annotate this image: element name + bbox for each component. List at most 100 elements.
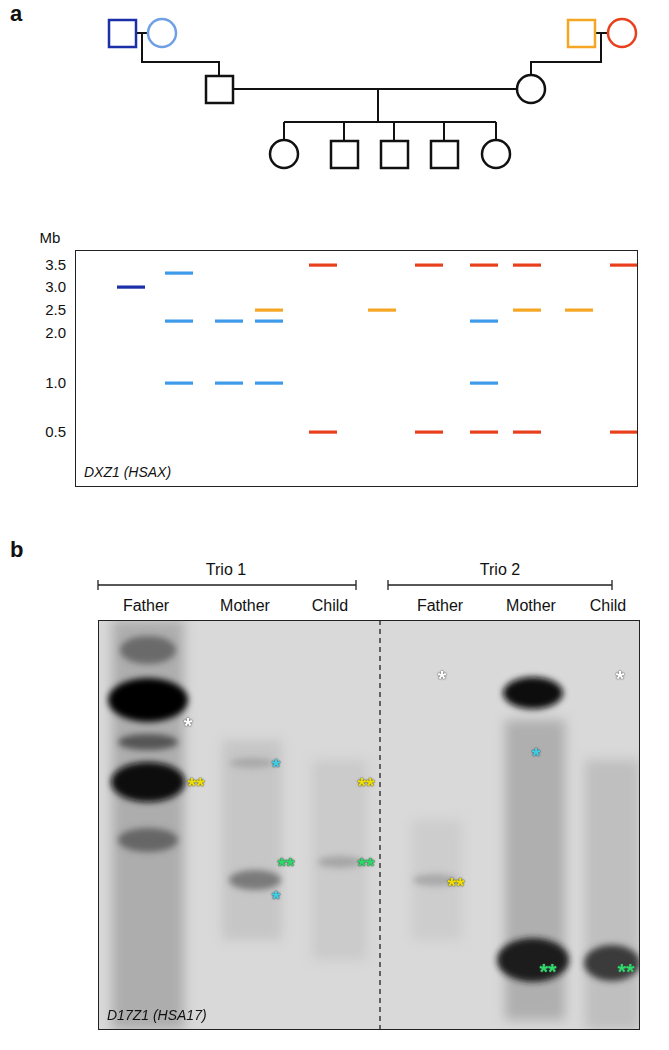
band bbox=[255, 382, 283, 385]
axis-tick: 2.0 bbox=[45, 325, 66, 342]
allele-mark: * bbox=[272, 887, 281, 911]
band bbox=[215, 320, 243, 323]
band bbox=[610, 264, 638, 267]
allele-mark: * bbox=[438, 667, 447, 691]
gel-band bbox=[497, 938, 569, 982]
gel-band bbox=[118, 828, 178, 852]
axis-tick: 1.0 bbox=[45, 375, 66, 392]
allele-mark: ** bbox=[357, 774, 374, 798]
gel-band bbox=[118, 734, 178, 750]
descent-line bbox=[443, 122, 445, 140]
bracket bbox=[388, 580, 612, 590]
lane-label: Mother bbox=[506, 597, 556, 615]
gel-band bbox=[503, 677, 563, 709]
band bbox=[610, 431, 638, 434]
female-symbol bbox=[482, 140, 510, 168]
female-symbol bbox=[608, 19, 636, 47]
band bbox=[165, 272, 193, 275]
allele-mark: ** bbox=[617, 960, 634, 984]
allele-mark: * bbox=[532, 744, 541, 768]
lane-label: Father bbox=[123, 597, 169, 615]
lane-label: Child bbox=[590, 597, 626, 615]
band-lanes bbox=[117, 264, 638, 434]
gel-band bbox=[120, 636, 176, 664]
band bbox=[368, 309, 396, 312]
gel-ground bbox=[98, 620, 640, 1030]
pedigree-symbols bbox=[109, 19, 636, 168]
band bbox=[309, 264, 337, 267]
allele-mark: ** bbox=[187, 774, 204, 798]
trio-brackets bbox=[98, 580, 612, 590]
axis-tick: 3.0 bbox=[45, 279, 66, 296]
lane-label: Mother bbox=[220, 597, 270, 615]
lane-label: Child bbox=[312, 597, 348, 615]
band bbox=[255, 320, 283, 323]
gel-band bbox=[108, 678, 188, 722]
allele-mark: ** bbox=[447, 874, 464, 898]
male-symbol bbox=[568, 20, 595, 47]
allele-mark: * bbox=[272, 755, 281, 779]
female-symbol bbox=[517, 75, 545, 103]
descent-line bbox=[283, 122, 285, 140]
band bbox=[309, 431, 337, 434]
female-symbol bbox=[270, 140, 298, 168]
male-symbol bbox=[431, 141, 458, 168]
band bbox=[470, 382, 498, 385]
male-symbol bbox=[109, 20, 136, 47]
band bbox=[415, 264, 443, 267]
trio-divider bbox=[379, 620, 380, 1030]
band bbox=[470, 264, 498, 267]
panel-letter: a bbox=[10, 2, 22, 26]
allele-mark: * bbox=[616, 667, 625, 691]
band bbox=[415, 431, 443, 434]
band-chart-panel: DXZ1 (HSAX) bbox=[75, 250, 638, 487]
male-symbol bbox=[331, 141, 358, 168]
female-symbol bbox=[148, 19, 176, 47]
descent-line bbox=[393, 122, 395, 140]
band bbox=[565, 309, 593, 312]
gel-band bbox=[318, 856, 362, 868]
axis-unit: Mb bbox=[40, 230, 61, 247]
gel-smears bbox=[112, 620, 640, 1030]
gel-band bbox=[230, 758, 274, 768]
axis-tick: 0.5 bbox=[45, 424, 66, 441]
descent-line bbox=[495, 122, 497, 140]
band bbox=[117, 286, 145, 289]
axis-tick: 2.5 bbox=[45, 302, 66, 319]
axis-tick: 3.5 bbox=[45, 257, 66, 274]
male-symbol bbox=[206, 76, 233, 103]
marriage-line bbox=[233, 88, 517, 90]
gel-band bbox=[111, 762, 185, 802]
band bbox=[165, 382, 193, 385]
lane-label: Father bbox=[417, 597, 463, 615]
pedigree-lines bbox=[136, 33, 608, 140]
band bbox=[470, 431, 498, 434]
sibship-line bbox=[284, 121, 496, 123]
gel-image bbox=[98, 620, 640, 1030]
probe-label: D17Z1 (HSA17) bbox=[107, 1007, 207, 1023]
bracket bbox=[98, 580, 356, 590]
band bbox=[215, 382, 243, 385]
allele-mark: ** bbox=[539, 960, 556, 984]
descent-line bbox=[343, 122, 345, 140]
band bbox=[513, 309, 541, 312]
lane-smear bbox=[222, 740, 282, 940]
trio-header: Trio 1 bbox=[206, 561, 246, 579]
gel-bands bbox=[108, 636, 640, 982]
descent-line bbox=[377, 89, 379, 122]
gel-panel: D17Z1 (HSA17) bbox=[98, 620, 640, 1030]
band bbox=[513, 264, 541, 267]
allele-mark: * bbox=[184, 714, 193, 738]
male-symbol bbox=[381, 141, 408, 168]
allele-mark: ** bbox=[277, 854, 294, 878]
lane-smear bbox=[585, 760, 640, 1030]
band bbox=[470, 320, 498, 323]
probe-label: DXZ1 (HSAX) bbox=[84, 464, 171, 480]
trio-header: Trio 2 bbox=[480, 561, 520, 579]
band bbox=[513, 431, 541, 434]
panel-letter: b bbox=[10, 538, 23, 562]
band bbox=[165, 320, 193, 323]
allele-mark: ** bbox=[357, 854, 374, 878]
band bbox=[255, 309, 283, 312]
